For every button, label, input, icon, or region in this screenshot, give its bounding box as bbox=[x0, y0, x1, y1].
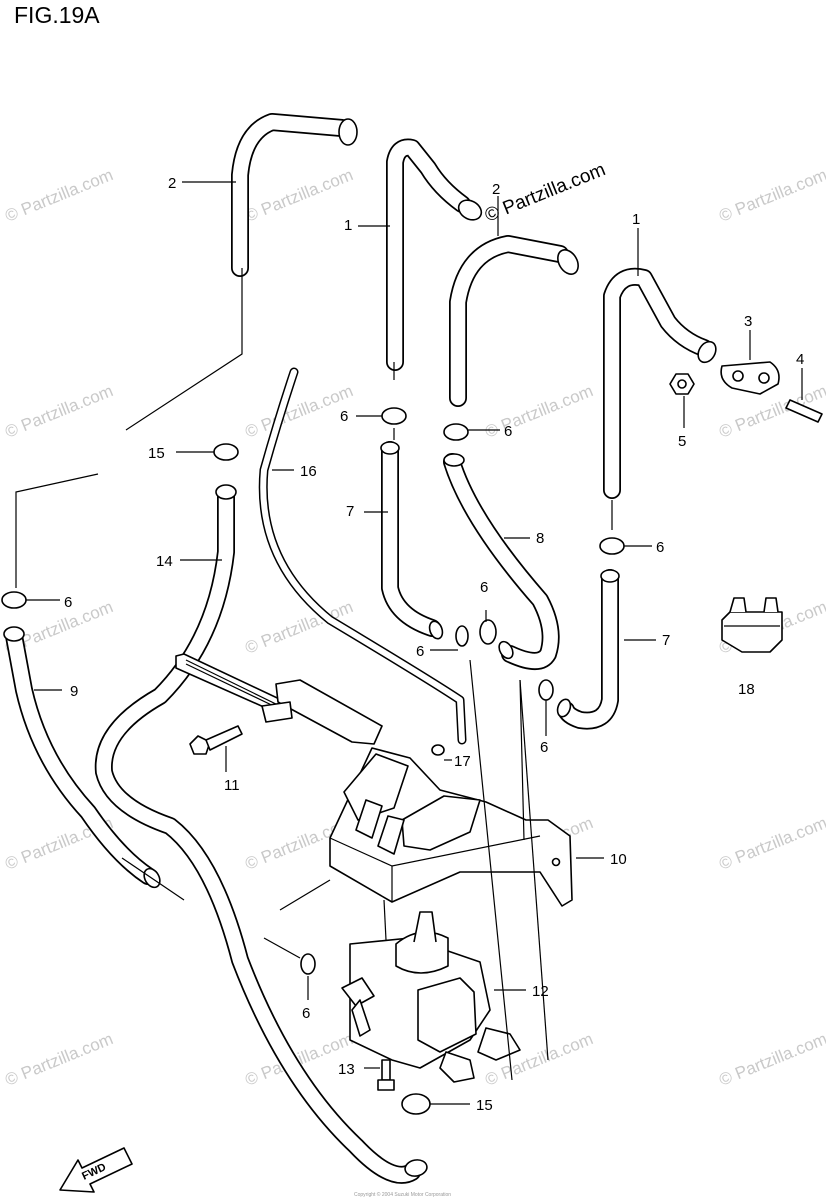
callout-6-f: 6 bbox=[416, 643, 424, 660]
hose-16 bbox=[258, 367, 467, 745]
callout-6-d: 6 bbox=[64, 594, 72, 611]
watermark: © Partzilla.com bbox=[716, 1029, 826, 1090]
watermark: © Partzilla.com bbox=[716, 165, 826, 226]
callout-10: 10 bbox=[610, 851, 627, 868]
callout-1-right: 1 bbox=[632, 211, 640, 228]
watermark: © Partzilla.com bbox=[482, 381, 595, 442]
hose-14 bbox=[94, 484, 428, 1184]
hose-1-right bbox=[603, 267, 717, 499]
hose-8 bbox=[443, 453, 560, 670]
bracket-10 bbox=[329, 747, 573, 907]
hose-7-right bbox=[556, 569, 620, 730]
callout-17: 17 bbox=[454, 753, 471, 770]
figure-title: FIG.19A bbox=[14, 2, 100, 28]
bolt-11 bbox=[189, 725, 243, 755]
watermark-main: © Partzilla.com bbox=[482, 159, 609, 226]
valve-12 bbox=[341, 911, 521, 1083]
clamp-18 bbox=[721, 597, 783, 653]
nut-5 bbox=[669, 373, 695, 395]
watermark: © Partzilla.com bbox=[2, 381, 115, 442]
callout-6-e: 6 bbox=[480, 579, 488, 596]
watermark: © Partzilla.com bbox=[242, 381, 355, 442]
hose-7-center bbox=[380, 441, 444, 640]
callout-6-b: 6 bbox=[504, 423, 512, 440]
stud-4 bbox=[785, 399, 823, 423]
callout-15-bottom: 15 bbox=[476, 1097, 493, 1114]
leader-lines bbox=[15, 181, 803, 1105]
fwd-arrow: FWD bbox=[59, 1147, 133, 1193]
callout-6-a: 6 bbox=[340, 408, 348, 425]
clips bbox=[1, 407, 625, 1115]
callout-18: 18 bbox=[738, 681, 755, 698]
watermark: © Partzilla.com bbox=[716, 813, 826, 874]
watermark: © Partzilla.com bbox=[2, 165, 115, 226]
callout-6-g: 6 bbox=[540, 739, 548, 756]
copyright-note: Copyright © 2004 Suzuki Motor Corporatio… bbox=[354, 1191, 451, 1198]
callout-14: 14 bbox=[156, 553, 173, 570]
callout-5: 5 bbox=[678, 433, 686, 450]
callout-2-center: 2 bbox=[492, 181, 500, 198]
callout-7-center: 7 bbox=[346, 503, 354, 520]
callout-15-top: 15 bbox=[148, 445, 165, 462]
callout-9: 9 bbox=[70, 683, 78, 700]
watermark: © Partzilla.com bbox=[242, 165, 355, 226]
callout-2-left: 2 bbox=[168, 175, 176, 192]
callout-8: 8 bbox=[536, 530, 544, 547]
callout-13: 13 bbox=[338, 1061, 355, 1078]
gasket-3 bbox=[720, 361, 780, 395]
callout-1-center: 1 bbox=[344, 217, 352, 234]
callout-6-h: 6 bbox=[302, 1005, 310, 1022]
hose-2-center bbox=[449, 235, 579, 407]
hose-2-left bbox=[231, 113, 358, 277]
callout-4: 4 bbox=[796, 351, 804, 368]
callout-7-right: 7 bbox=[662, 632, 670, 649]
watermark: © Partzilla.com bbox=[2, 1029, 115, 1090]
callout-16: 16 bbox=[300, 463, 317, 480]
hose-1-center bbox=[386, 138, 483, 371]
callout-12: 12 bbox=[532, 983, 549, 1000]
callout-6-c: 6 bbox=[656, 539, 664, 556]
callout-11: 11 bbox=[224, 777, 240, 794]
bolt-13 bbox=[377, 1059, 395, 1091]
filter-assembly bbox=[175, 653, 383, 745]
hose-9 bbox=[3, 626, 161, 889]
callout-labels: 2 1 2 1 3 4 5 6 6 6 6 6 6 6 6 7 7 8 9 10… bbox=[64, 175, 804, 1114]
callout-3: 3 bbox=[744, 313, 752, 330]
